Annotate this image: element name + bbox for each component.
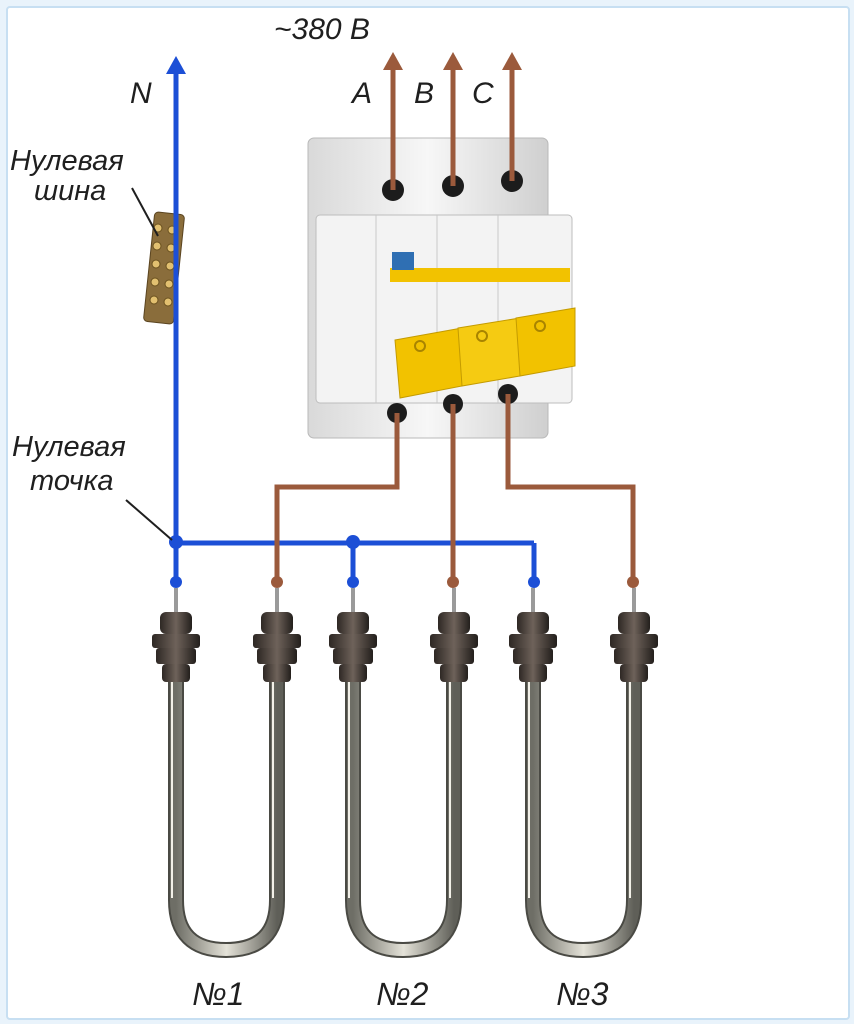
neutral-junctions bbox=[169, 535, 540, 588]
breaker-handles bbox=[394, 307, 576, 399]
phase-b-arrow-icon bbox=[443, 52, 463, 70]
phase-a-output-wire bbox=[274, 413, 400, 582]
heater-2 bbox=[329, 588, 478, 959]
phase-c-output-wire bbox=[505, 394, 636, 582]
neutral-point-dot bbox=[169, 535, 183, 549]
phase-wiring bbox=[274, 68, 636, 582]
neutral-point-leader-line bbox=[125, 499, 173, 541]
heater-2-label: №2 bbox=[376, 976, 429, 1012]
circuit-breaker bbox=[307, 137, 576, 439]
phase-arrows bbox=[271, 52, 639, 588]
neutral-label: N bbox=[130, 77, 152, 110]
phase-b-label: B bbox=[414, 77, 435, 110]
neutral-arrow-icon bbox=[166, 56, 186, 74]
phase-c-label: C bbox=[472, 77, 494, 110]
breaker-yellow-strip bbox=[390, 268, 570, 282]
neutral-bus-label-line1: Нулевая bbox=[10, 145, 124, 177]
neutral-point-label-line1: Нулевая bbox=[12, 431, 126, 463]
brand-logo-icon bbox=[392, 252, 414, 270]
heater-3-label: №3 bbox=[556, 976, 609, 1012]
phase-a-arrow-icon bbox=[383, 52, 403, 70]
heater-3 bbox=[509, 588, 658, 959]
phase-c-arrow-icon bbox=[502, 52, 522, 70]
heater-1-label: №1 bbox=[192, 976, 245, 1012]
heater-1 bbox=[152, 588, 301, 959]
neutral-bus-leader-line bbox=[131, 187, 159, 237]
phase-a-label: A bbox=[352, 77, 373, 110]
neutral-point-label-line2: точка bbox=[30, 465, 114, 497]
voltage-label: ~380 В bbox=[274, 13, 370, 46]
neutral-bus-label-line2: шина bbox=[34, 175, 107, 207]
